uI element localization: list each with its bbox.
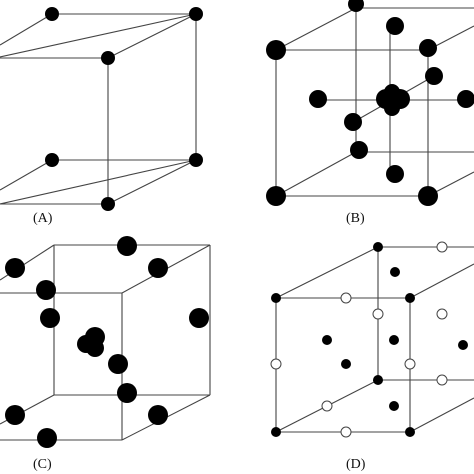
panel-a-atom: [189, 7, 203, 21]
panel-b-cube-edges: [275, 7, 474, 197]
panel-a: (A): [0, 7, 203, 226]
panel-d-interior-atom: [389, 401, 399, 411]
panel-d-corner-atom: [271, 427, 281, 437]
panel-d-interior-atom: [458, 340, 468, 350]
panel-b-atom: [425, 67, 443, 85]
panel-d-open-site: [436, 308, 448, 320]
panel-c-atom: [40, 308, 60, 328]
panel-b-atom: [344, 113, 362, 131]
panel-c-atom: [117, 236, 137, 256]
panel-b-atom: [386, 17, 404, 35]
panel-d-corner-atom: [373, 375, 383, 385]
panel-d-interior-atom: [389, 335, 399, 345]
panel-a-atom: [45, 7, 59, 21]
panel-a-atom: [189, 153, 203, 167]
panel-b-atom: [266, 40, 286, 60]
panel-d-interior-atom: [322, 335, 332, 345]
panel-c-atom: [117, 383, 137, 403]
panel-c-label: (C): [33, 457, 52, 472]
panel-d-label: (D): [346, 457, 366, 472]
panel-d-cube-edges: [275, 246, 474, 433]
panel-d-open-site: [436, 241, 448, 253]
panel-c-atom: [36, 280, 56, 300]
panel-b-atom: [350, 141, 368, 159]
panel-d: (D): [270, 241, 474, 472]
panel-c-atom: [5, 258, 25, 278]
panel-c-atom: [108, 354, 128, 374]
panel-a-atom: [101, 51, 115, 65]
panel-b-atom: [384, 84, 400, 100]
panel-c-atom: [148, 258, 168, 278]
panel-a-atom: [45, 153, 59, 167]
panel-b: (B): [266, 0, 474, 226]
panel-d-open-site: [340, 426, 352, 438]
panel-b-atom: [386, 165, 404, 183]
panel-c-atom: [37, 428, 57, 448]
panel-d-corner-atom: [271, 293, 281, 303]
panel-d-open-site: [340, 292, 352, 304]
panel-d-open-site: [372, 308, 384, 320]
panel-b-atom: [419, 39, 437, 57]
panel-d-open-site: [321, 400, 333, 412]
panel-a-cube-edges: [0, 13, 197, 205]
panel-b-atom: [457, 90, 474, 108]
panel-a-label: (A): [33, 211, 53, 226]
panel-c-atom: [148, 405, 168, 425]
panel-c-atom: [5, 405, 25, 425]
panel-a-atom: [101, 197, 115, 211]
panel-b-atom: [266, 186, 286, 206]
panel-b-atom: [384, 100, 400, 116]
panel-d-open-site: [436, 374, 448, 386]
panel-c: (C): [0, 236, 211, 472]
panel-b-atom: [309, 90, 327, 108]
panel-d-interior-atom: [390, 267, 400, 277]
panel-b-atom: [348, 0, 364, 12]
panel-d-corner-atom: [405, 427, 415, 437]
panel-c-atom: [86, 339, 104, 357]
panel-d-interior-atom: [341, 359, 351, 369]
panel-b-atom: [418, 186, 438, 206]
panel-d-open-site: [270, 358, 282, 370]
panel-b-label: (B): [346, 211, 365, 226]
panel-d-corner-atom: [405, 293, 415, 303]
panel-d-open-site: [404, 358, 416, 370]
panel-c-atom: [189, 308, 209, 328]
panel-d-corner-atom: [373, 242, 383, 252]
panel-c-cube-edges: [0, 244, 211, 441]
